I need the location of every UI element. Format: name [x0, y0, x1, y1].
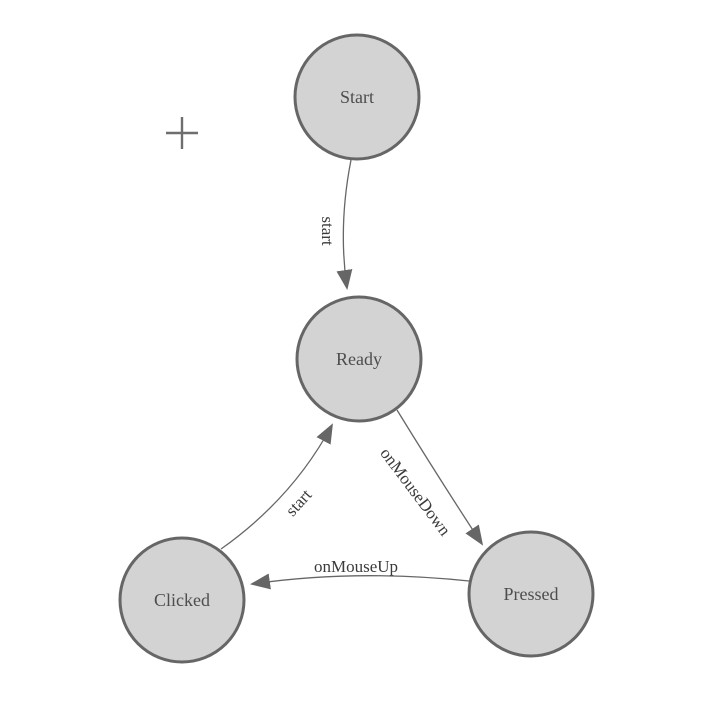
edge-label-start-to-ready: start: [318, 216, 337, 246]
node-start-circle[interactable]: [293, 33, 421, 161]
node-clicked-circle[interactable]: [118, 536, 246, 664]
node-start[interactable]: Start: [293, 33, 421, 161]
node-pressed[interactable]: Pressed: [467, 530, 595, 658]
node-ready-label: Ready: [336, 349, 382, 369]
node-pressed-label: Pressed: [504, 584, 559, 604]
node-start-label: Start: [340, 87, 374, 107]
node-pressed-circle[interactable]: [467, 530, 595, 658]
crosshair-icon: [166, 117, 198, 149]
edge-label-ready-to-pressed: onMouseDown: [376, 444, 455, 540]
edge-label-pressed-to-clicked: onMouseUp: [314, 557, 398, 576]
edge-start-to-ready[interactable]: [336, 159, 353, 290]
node-ready-circle[interactable]: [295, 295, 423, 423]
node-clicked[interactable]: Clicked: [118, 536, 246, 664]
edge-pressed-to-clicked[interactable]: [250, 573, 470, 590]
node-ready[interactable]: Ready: [295, 295, 423, 423]
node-clicked-label: Clicked: [154, 590, 210, 610]
edge-clicked-to-ready[interactable]: [220, 423, 333, 550]
edge-ready-to-pressed[interactable]: [396, 409, 484, 546]
